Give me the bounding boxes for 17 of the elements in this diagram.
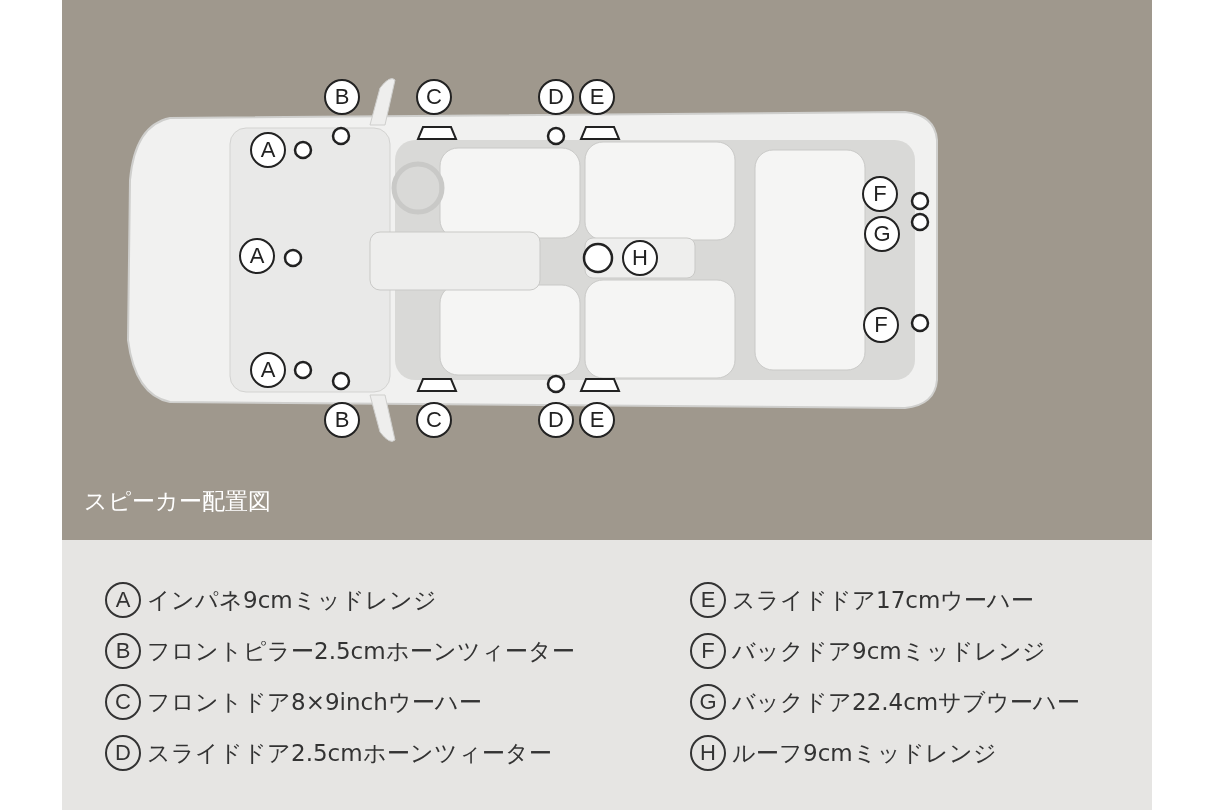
legend-text: ルーフ9cmミッドレンジ — [732, 738, 997, 768]
legend-key: B — [105, 633, 141, 669]
legend-text: バックドア9cmミッドレンジ — [732, 636, 1046, 666]
legend-text: インパネ9cmミッドレンジ — [147, 585, 437, 615]
legend-key: F — [690, 633, 726, 669]
legend-text: フロントピラー2.5cmホーンツィーター — [147, 636, 575, 666]
caption: スピーカー配置図 — [84, 487, 271, 516]
legend-text: フロントドア8×9inchウーハー — [147, 687, 482, 717]
legend-text: スライドドア2.5cmホーンツィーター — [147, 738, 552, 768]
legend-text: バックドア22.4cmサブウーハー — [732, 687, 1081, 717]
legend-key: E — [690, 582, 726, 618]
legend-key: D — [105, 735, 141, 771]
legend-key: A — [105, 582, 141, 618]
legend-text: スライドドア17cmウーハー — [732, 585, 1035, 615]
legend-key: G — [690, 684, 726, 720]
legend-key: C — [105, 684, 141, 720]
legend-key: H — [690, 735, 726, 771]
